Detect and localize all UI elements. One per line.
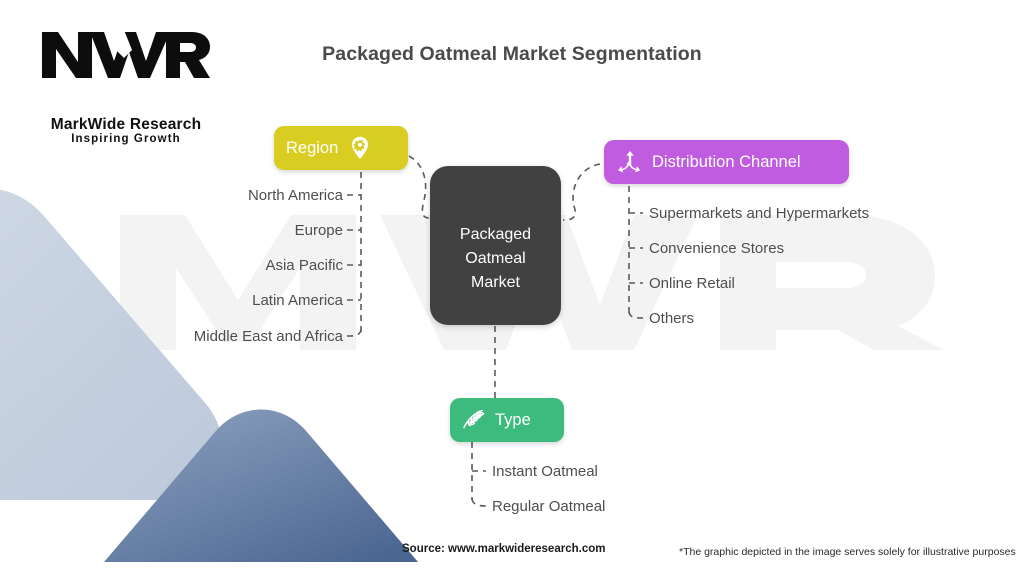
decor-shape-dark	[104, 409, 418, 562]
leaf-type-regular-oatmeal: Regular Oatmeal	[492, 498, 606, 515]
stub-type-1	[471, 498, 487, 507]
branch-badge-distribution-channel[interactable]: Distribution Channel	[604, 140, 849, 184]
mwr-monogram-icon	[42, 30, 210, 78]
leaf-distribution-others: Others	[649, 310, 695, 327]
center-node: Packaged Oatmeal Market	[430, 166, 561, 325]
leaf-distribution-convenience-stores: Convenience Stores	[649, 240, 785, 257]
location-pin-gear-icon	[347, 135, 373, 161]
brand-tagline: Inspiring Growth	[71, 133, 181, 145]
branch-label-type: Type	[495, 410, 531, 429]
stub-region-4	[346, 329, 362, 337]
disclaimer-text: *The graphic depicted in the image serve…	[679, 546, 1016, 558]
branch-badge-region[interactable]: Region	[274, 126, 408, 170]
brand-logo: MarkWide Research Inspiring Growth	[26, 28, 226, 145]
brand-name: MarkWide Research	[50, 116, 202, 133]
branch-label-distribution-channel: Distribution Channel	[652, 152, 801, 171]
leaf-type-instant-oatmeal: Instant Oatmeal	[492, 463, 598, 480]
leaf-region-latin-america: Latin America	[252, 292, 343, 309]
leaf-distribution-online-retail: Online Retail	[649, 275, 735, 292]
center-node-line-1: Packaged	[459, 225, 532, 243]
center-node-line-3: Market	[471, 273, 520, 291]
center-node-label: Packaged Oatmeal Market	[460, 197, 531, 295]
leaf-region-europe: Europe	[294, 222, 343, 239]
leaf-region-middle-east-and-africa: Middle East and Africa	[193, 328, 343, 345]
leaf-distribution-supermarkets-and-hypermarkets: Supermarkets and Hypermarkets	[649, 205, 870, 222]
leaf-region-north-america: North America	[247, 187, 343, 204]
page-title: Packaged Oatmeal Market Segmentation	[322, 43, 702, 65]
distribution-arrows-icon	[617, 149, 643, 175]
stub-distribution-3	[628, 311, 644, 319]
center-node-line-2: Oatmeal	[465, 249, 526, 267]
wheat-stalk-icon	[461, 407, 487, 433]
connector-distribution-to-center	[562, 163, 601, 221]
source-text: Source: www.markwideresearch.com	[402, 543, 606, 555]
leaf-region-asia-pacific: Asia Pacific	[265, 257, 343, 274]
branch-badge-type[interactable]: Type	[450, 398, 564, 442]
branch-label-region: Region	[286, 138, 339, 157]
